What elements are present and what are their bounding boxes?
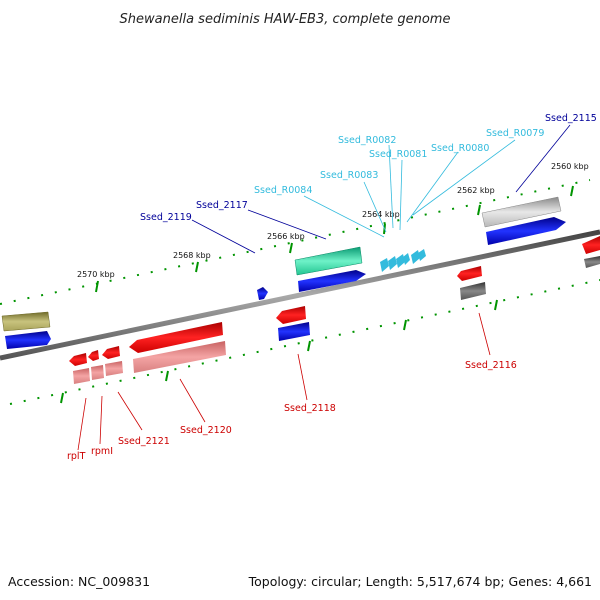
kbp-label-2560: 2560 kbp — [551, 162, 589, 171]
rna-ssed-r0081[interactable] — [403, 253, 410, 265]
gene-ssed-2121-pink[interactable] — [105, 361, 123, 376]
label-ssed-2117: Ssed_2117 — [196, 200, 248, 211]
reverse-tick-track — [9, 279, 600, 405]
gene-ssed-2118[interactable] — [276, 306, 306, 324]
gene-rplT[interactable] — [69, 353, 87, 366]
label-ssed-2120: Ssed_2120 — [180, 425, 232, 436]
label-ssed-2116: Ssed_2116 — [465, 360, 517, 371]
kbp-label-2564: 2564 kbp — [362, 210, 400, 219]
kbp-label-2568: 2568 kbp — [173, 251, 211, 260]
reverse-labels — [77, 312, 491, 451]
map-title: Shewanella sediminis HAW-EB3, complete g… — [120, 12, 451, 27]
genome-summary-text: Topology: circular; Length: 5,517,674 bp… — [248, 574, 592, 589]
kbp-label-2570: 2570 kbp — [77, 270, 115, 279]
reverse-features — [69, 236, 600, 384]
gene-ssed-2117[interactable] — [298, 270, 366, 292]
label-ssed-r0079: Ssed_R0079 — [486, 128, 544, 139]
label-ssed-r0084: Ssed_R0084 — [254, 185, 312, 196]
gene-ssed-2119[interactable] — [257, 287, 268, 300]
forward-labels: Ssed_2119 Ssed_2117 Ssed_2115 — [140, 113, 597, 254]
rna-labels — [303, 139, 516, 238]
label-ssed-r0080: Ssed_R0080 — [431, 143, 489, 154]
gene-rplT-pink[interactable] — [73, 368, 90, 384]
gene-dark[interactable] — [460, 282, 486, 300]
rna-ssed-r0084[interactable] — [380, 258, 389, 272]
rna-ssed-r0079[interactable] — [418, 249, 426, 261]
gene-rpmI[interactable] — [88, 350, 99, 361]
label-ssed-r0082: Ssed_R0082 — [338, 135, 396, 146]
gene-ssed-2120[interactable] — [129, 322, 223, 353]
label-ssed-r0083: Ssed_R0083 — [320, 170, 378, 181]
gene-ssed-2121[interactable] — [102, 346, 120, 359]
gene-blue-mid[interactable] — [278, 322, 310, 341]
rna-ssed-r0082[interactable] — [396, 254, 405, 268]
gene-ssed-2120-pink[interactable] — [133, 341, 226, 373]
gene-rpmI-pink[interactable] — [91, 365, 104, 380]
gene-red-right[interactable] — [582, 236, 600, 254]
label-ssed-2119: Ssed_2119 — [140, 212, 192, 223]
rna-ssed-r0080[interactable] — [411, 250, 420, 264]
label-ssed-r0081: Ssed_R0081 — [369, 149, 427, 160]
kbp-label-2562: 2562 kbp — [457, 186, 495, 195]
gene-olive-left[interactable] — [1, 311, 51, 332]
label-ssed-2115: Ssed_2115 — [545, 113, 597, 124]
rna-ssed-r0083[interactable] — [388, 256, 397, 270]
label-rpmI: rpmI — [91, 446, 113, 457]
genome-backbone — [0, 229, 600, 361]
major-ticks — [60, 185, 574, 404]
kbp-label-2566: 2566 kbp — [267, 232, 305, 241]
forward-features — [1, 196, 566, 349]
label-ssed-2118: Ssed_2118 — [284, 403, 336, 414]
gene-gray[interactable] — [481, 196, 562, 228]
gene-blue-left[interactable] — [5, 331, 51, 349]
gene-ssed-2116[interactable] — [457, 266, 482, 281]
rna-green-feature[interactable] — [294, 246, 363, 276]
label-rplT: rplT — [67, 451, 86, 462]
label-ssed-2121: Ssed_2121 — [118, 436, 170, 447]
gene-ssed-2115[interactable] — [486, 217, 566, 245]
gene-dark-right[interactable] — [584, 256, 600, 268]
accession-text: Accession: NC_009831 — [8, 574, 150, 589]
